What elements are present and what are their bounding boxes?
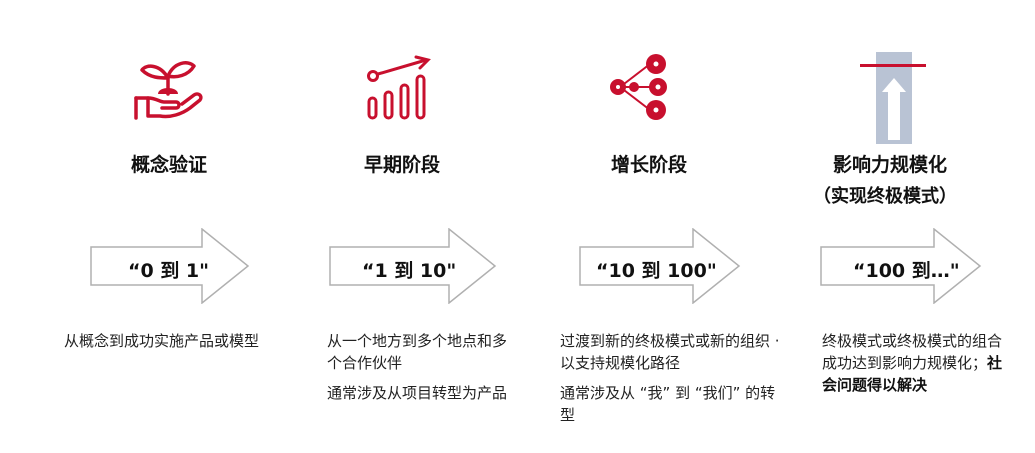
- arrow-label: “10 到 100": [596, 260, 717, 282]
- stage-scale-impact: 影响力规模化 （实现终极模式） “100 到…" 终极模式或终极模式的组合成功达…: [0, 0, 1002, 453]
- bar-growth-icon: [367, 55, 431, 120]
- stage-arrow: [329, 228, 497, 304]
- stage-proof-of-concept: 概念验证 “0 到 1" 从概念到成功实施产品或模型: [0, 0, 259, 453]
- stage-early: 早期阶段 “1 到 10" 从一个地方到多个地点和多个合作伙伴 通常涉及从项目转…: [0, 0, 507, 453]
- stage-description: 过渡到新的终极模式或新的组织 · 以支持规模化路径 通常涉及从 “我” 到 “我…: [560, 330, 785, 434]
- scale-ceiling-icon: [860, 52, 926, 144]
- stage-subtitle: （实现终极模式）: [813, 186, 957, 207]
- stage-title: 概念验证: [131, 154, 208, 176]
- stage-arrow: [90, 228, 250, 304]
- arrow-label: “1 到 10": [362, 260, 457, 282]
- stage-description: 终极模式或终极模式的组合成功达到影响力规模化；社会问题得以解决: [822, 330, 1012, 396]
- stage-arrow: [820, 228, 982, 304]
- desc-line: 通常涉及从 “我” 到 “我们” 的转型: [560, 384, 776, 424]
- stage-description: 从概念到成功实施产品或模型: [64, 330, 269, 360]
- stage-title: 增长阶段: [611, 154, 688, 176]
- desc-line: 从一个地方到多个地点和多个合作伙伴: [327, 332, 508, 372]
- desc-line: 过渡到新的终极模式或新的组织 · 以支持规模化路径: [560, 332, 780, 372]
- stage-arrow: [579, 228, 741, 304]
- stage-title: 影响力规模化: [833, 154, 948, 176]
- stage-growth: 增长阶段 “10 到 100" 过渡到新的终极模式或新的组织 · 以支持规模化路…: [0, 0, 780, 453]
- arrow-label: “0 到 1": [128, 260, 210, 282]
- stage-title: 早期阶段: [364, 154, 441, 176]
- stage-description: 从一个地方到多个地点和多个合作伙伴 通常涉及从项目转型为产品: [327, 330, 517, 412]
- arrow-label: “100 到…": [853, 260, 960, 282]
- plant-in-hand-icon: [134, 61, 203, 120]
- desc-line: 终极模式或终极模式的组合成功达到影响力规模化；: [822, 332, 1003, 372]
- desc-line: 通常涉及从项目转型为产品: [327, 384, 508, 402]
- network-nodes-icon: [610, 54, 667, 120]
- desc-line: 从概念到成功实施产品或模型: [64, 332, 260, 350]
- desc-emphasis: 社会问题得以解决: [822, 354, 1003, 394]
